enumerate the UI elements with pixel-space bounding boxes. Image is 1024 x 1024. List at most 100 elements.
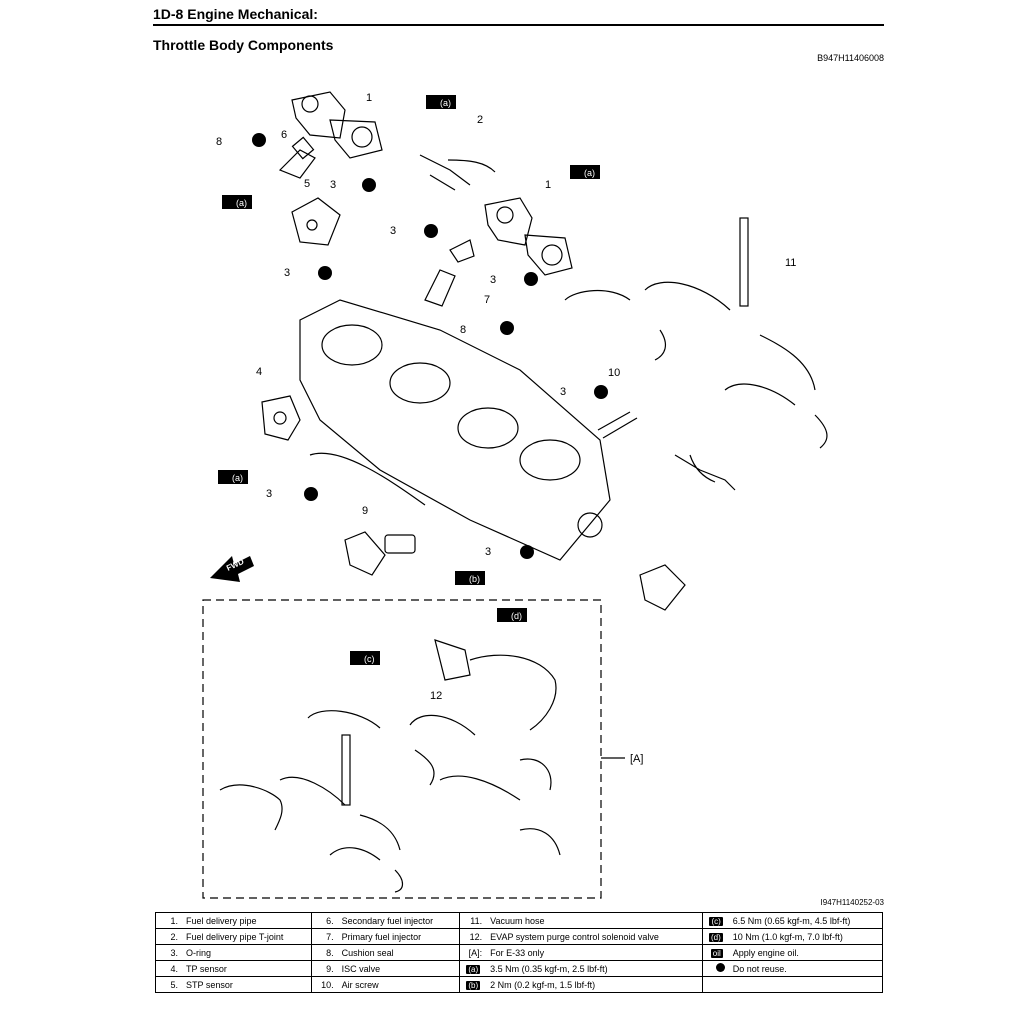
legend-text: STP sensor — [182, 976, 312, 993]
callout-11: 11 — [785, 257, 796, 269]
stp-sensor — [291, 197, 341, 246]
callout-12: 12 — [430, 690, 442, 702]
legend-symbol: (c) — [701, 912, 729, 929]
legend-text: 3.5 Nm (0.35 kgf-m, 2.5 lbf-ft) — [486, 960, 703, 977]
callout-7: 7 — [484, 294, 490, 306]
legend-text: Primary fuel injector — [337, 928, 461, 945]
torque-mark-c: (c) — [350, 651, 380, 665]
torque-mark-a-3: (a) — [222, 195, 252, 209]
callout-9: 9 — [362, 505, 368, 517]
svg-text:(b): (b) — [469, 574, 480, 584]
callout-3-d: 3 — [490, 274, 496, 286]
fuel-delivery-pipe-upper — [291, 91, 383, 159]
legend-text: Air screw — [337, 976, 461, 993]
callout-1-upper: 1 — [366, 92, 372, 104]
callout-3-a: 3 — [330, 179, 336, 191]
do-not-reuse-marks — [252, 133, 608, 559]
legend-symbol — [701, 960, 729, 977]
legend-number: 8. — [310, 944, 338, 961]
legend-number: 11. — [459, 912, 487, 929]
bracket — [639, 564, 686, 611]
inset-hose-network — [219, 639, 561, 893]
legend-text: O-ring — [182, 944, 312, 961]
legend-number: 1. — [155, 912, 182, 929]
torque-mark-a-2: (a) — [570, 165, 600, 179]
legend-number: 5. — [155, 976, 182, 993]
torque-mark-a-4: (a) — [218, 470, 248, 484]
legend-number: 4. — [155, 960, 182, 977]
callout-3-b: 3 — [390, 225, 396, 237]
legend-text: Do not reuse. — [728, 960, 883, 977]
t-joint — [419, 154, 496, 191]
svg-text:(a): (a) — [440, 98, 451, 108]
vacuum-hose-network — [564, 217, 828, 449]
callout-3-e: 3 — [560, 386, 566, 398]
legend-symbol: oil — [701, 944, 729, 961]
doc-code: B947H11406008 — [817, 53, 884, 63]
linkage-parts — [674, 454, 736, 491]
callout-1-lower: 1 — [545, 179, 551, 191]
torque-mark-a-1: (a) — [426, 95, 456, 109]
inset-label: [A] — [630, 753, 643, 765]
legend-number: 6. — [310, 912, 338, 929]
legend-symbol: (a) — [459, 960, 487, 977]
callout-8-upper: 8 — [216, 136, 222, 148]
legend-text: EVAP system purge control solenoid valve — [486, 928, 703, 945]
legend-text — [728, 976, 883, 993]
legend-symbol: (b) — [459, 976, 487, 993]
cushion-hose — [309, 452, 426, 506]
legend-text: Apply engine oil. — [728, 944, 883, 961]
legend-text: Fuel delivery pipe T-joint — [182, 928, 312, 945]
legend-text: Fuel delivery pipe — [182, 912, 312, 929]
section-header: 1D-8 Engine Mechanical: — [153, 6, 318, 22]
fwd-arrow: FWD — [210, 556, 254, 582]
isc-valve — [344, 531, 416, 576]
legend-symbol: (d) — [701, 928, 729, 945]
tp-sensor — [261, 395, 301, 441]
torque-mark-d: (d) — [497, 608, 527, 622]
legend-text: 2 Nm (0.2 kgf-m, 1.5 lbf-ft) — [486, 976, 703, 993]
legend-number: 3. — [155, 944, 182, 961]
legend-number: 7. — [310, 928, 338, 945]
legend-text: ISC valve — [337, 960, 461, 977]
callout-3-f: 3 — [266, 488, 272, 500]
svg-text:(d): (d) — [511, 611, 522, 621]
svg-text:(a): (a) — [236, 198, 247, 208]
legend-number: 9. — [310, 960, 338, 977]
callout-3-c: 3 — [284, 267, 290, 279]
legend-number: 10. — [310, 976, 338, 993]
svg-text:(a): (a) — [232, 473, 243, 483]
page-title: Throttle Body Components — [153, 37, 334, 53]
legend-text: For E-33 only — [486, 944, 703, 961]
svg-text:(c): (c) — [364, 654, 375, 664]
callout-2: 2 — [477, 114, 483, 126]
callout-3-g: 3 — [485, 546, 491, 558]
callout-4: 4 — [256, 366, 262, 378]
callout-8-lower: 8 — [460, 324, 466, 336]
legend-text: 10 Nm (1.0 kgf-m, 7.0 lbf-ft) — [728, 928, 883, 945]
legend-text: 6.5 Nm (0.65 kgf-m, 4.5 lbf-ft) — [728, 912, 883, 929]
callout-10: 10 — [608, 367, 620, 379]
callout-6: 6 — [281, 129, 287, 141]
legend-text: Secondary fuel injector — [337, 912, 461, 929]
throttle-body — [299, 299, 611, 561]
callout-5: 5 — [304, 178, 310, 190]
legend-text: Vacuum hose — [486, 912, 703, 929]
legend-text: TP sensor — [182, 960, 312, 977]
header-rule — [153, 24, 884, 26]
svg-text:(a): (a) — [584, 168, 595, 178]
fuel-delivery-pipe-lower — [484, 197, 573, 276]
inset-box-e33 — [202, 599, 602, 899]
legend-number: [A]: — [459, 944, 487, 961]
torque-mark-b: (b) — [455, 571, 485, 585]
secondary-fuel-injector — [278, 136, 316, 179]
legend-number: 12. — [459, 928, 487, 945]
legend-text: Cushion seal — [337, 944, 461, 961]
